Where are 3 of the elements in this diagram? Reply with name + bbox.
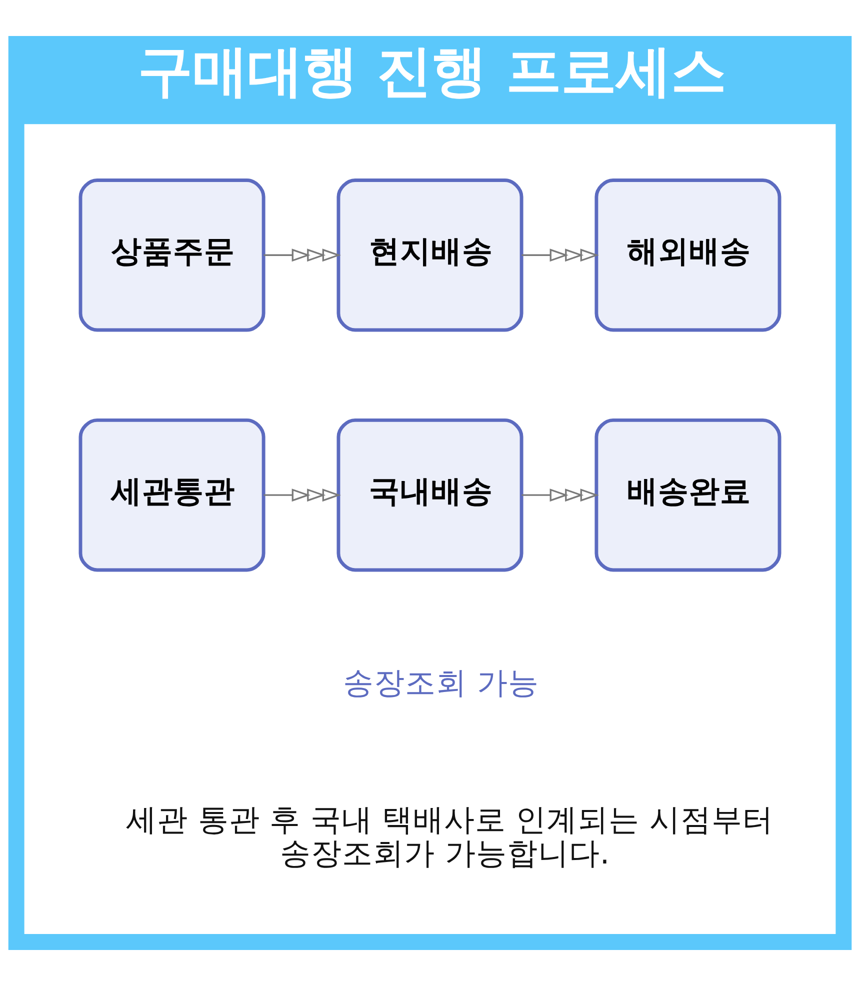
diagram-title: 구매대행 진행 프로세스 [137, 40, 726, 104]
label: 송장조회 가능 [343, 665, 539, 700]
label: 세관 통관 후 국내 택배사로 인계되는 시점부터 송장조회가 가능합니다. [126, 802, 774, 871]
